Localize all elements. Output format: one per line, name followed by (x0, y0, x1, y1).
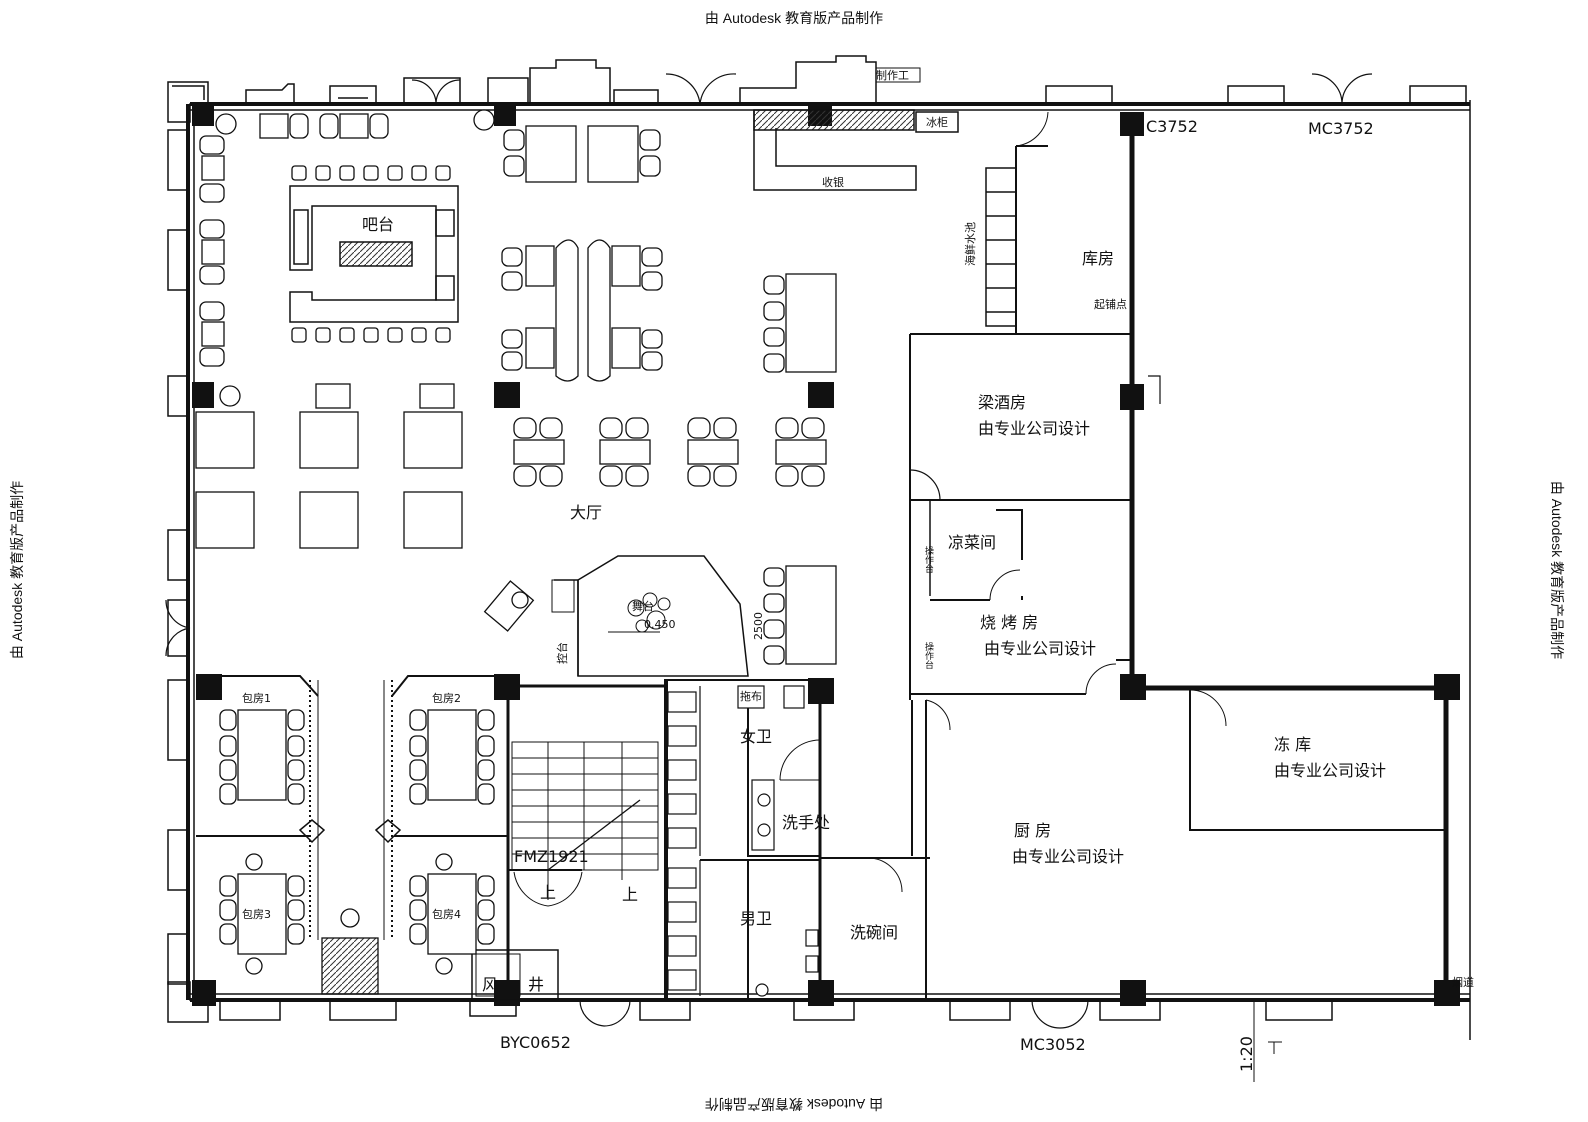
label-storage: 库房 (1082, 249, 1114, 268)
label-kitchen-note: 由专业公司设计 (1012, 847, 1124, 866)
staircase (511, 741, 659, 907)
bar-counter (289, 185, 459, 323)
label-door-byc: BYC0652 (500, 1033, 571, 1052)
label-top-tag: 制作工 (876, 69, 909, 82)
label-private-3: 包房3 (242, 908, 271, 921)
scale-marker (1253, 1002, 1282, 1082)
room-labels: 吧台 收银 冰柜 制作工 海鲜水池 库房 起铺点 梁酒房 由专业公司设计 凉菜间… (242, 69, 1474, 994)
label-operation-counter-1: 操作台 (923, 545, 934, 574)
label-bbq-room-note: 由专业公司设计 (984, 639, 1096, 658)
label-fridge: 冰柜 (926, 116, 948, 129)
hall-furniture (195, 109, 837, 665)
label-mop: 拖布 (740, 689, 762, 703)
cashier-counter (753, 109, 959, 191)
label-door-fm: FMZ1921 (514, 847, 589, 866)
label-bbq-room: 烧 烤 房 (980, 613, 1038, 632)
private-room-tables (219, 709, 495, 995)
label-cold-dish: 凉菜间 (948, 533, 996, 552)
top-tag-box (875, 67, 921, 83)
drum-set (608, 592, 671, 633)
toilet-fixtures (667, 685, 819, 997)
label-chimney: 烟道 (1452, 975, 1474, 989)
label-air-shaft-2: 井 (528, 975, 544, 994)
label-womens-wc: 女卫 (740, 727, 772, 746)
label-door-c3752: C3752 (1146, 117, 1198, 136)
label-stage-width: 2500 (752, 612, 765, 640)
label-door-mc3052: MC3052 (1020, 1035, 1086, 1054)
label-private-1: 包房1 (242, 692, 271, 705)
label-scale: 1:20 (1237, 1036, 1256, 1072)
watermark-top: 由 Autodesk 教育版产品制作 (704, 10, 884, 26)
label-start-point: 起铺点 (1094, 298, 1127, 311)
label-up-1: 上 (540, 883, 556, 902)
label-door-mc3752: MC3752 (1308, 119, 1374, 138)
label-mens-wc: 男卫 (740, 909, 772, 928)
label-control-desk: 控台 (555, 642, 569, 664)
label-wine-room: 梁酒房 (978, 393, 1026, 412)
label-seafood-pool: 海鲜水池 (963, 222, 977, 266)
bar-stools (291, 165, 451, 343)
label-wine-room-note: 由专业公司设计 (978, 419, 1090, 438)
bottom-window-frames (219, 1000, 1333, 1021)
label-wash-hands: 洗手处 (782, 813, 830, 832)
label-freezer-note: 由专业公司设计 (1274, 761, 1386, 780)
door-code-labels: C3752 MC3752 FMZ1921 BYC0652 MC3052 1:20 (500, 117, 1374, 1072)
seafood-pool (985, 167, 1017, 327)
label-cashier: 收银 (822, 175, 844, 189)
label-air-shaft-1: 风 (482, 975, 498, 994)
label-stage-level: 0.450 (644, 618, 676, 631)
label-freezer: 冻 库 (1274, 735, 1311, 754)
top-window-frames (245, 55, 1467, 104)
label-kitchen: 厨 房 (1014, 821, 1051, 840)
label-private-4: 包房4 (432, 908, 461, 921)
label-up-2: 上 (622, 885, 638, 904)
structural-columns (192, 102, 1460, 1006)
label-private-2: 包房2 (432, 692, 461, 705)
left-window-frames (167, 129, 188, 985)
label-bar: 吧台 (362, 215, 394, 234)
label-hall: 大厅 (570, 503, 602, 522)
label-stage: 舞台 (632, 599, 654, 613)
doors (165, 73, 1373, 1029)
corner-blocks (167, 81, 209, 1023)
label-dishwash: 洗碗间 (850, 923, 898, 942)
label-operation-counter-2: 操作台 (923, 641, 934, 670)
